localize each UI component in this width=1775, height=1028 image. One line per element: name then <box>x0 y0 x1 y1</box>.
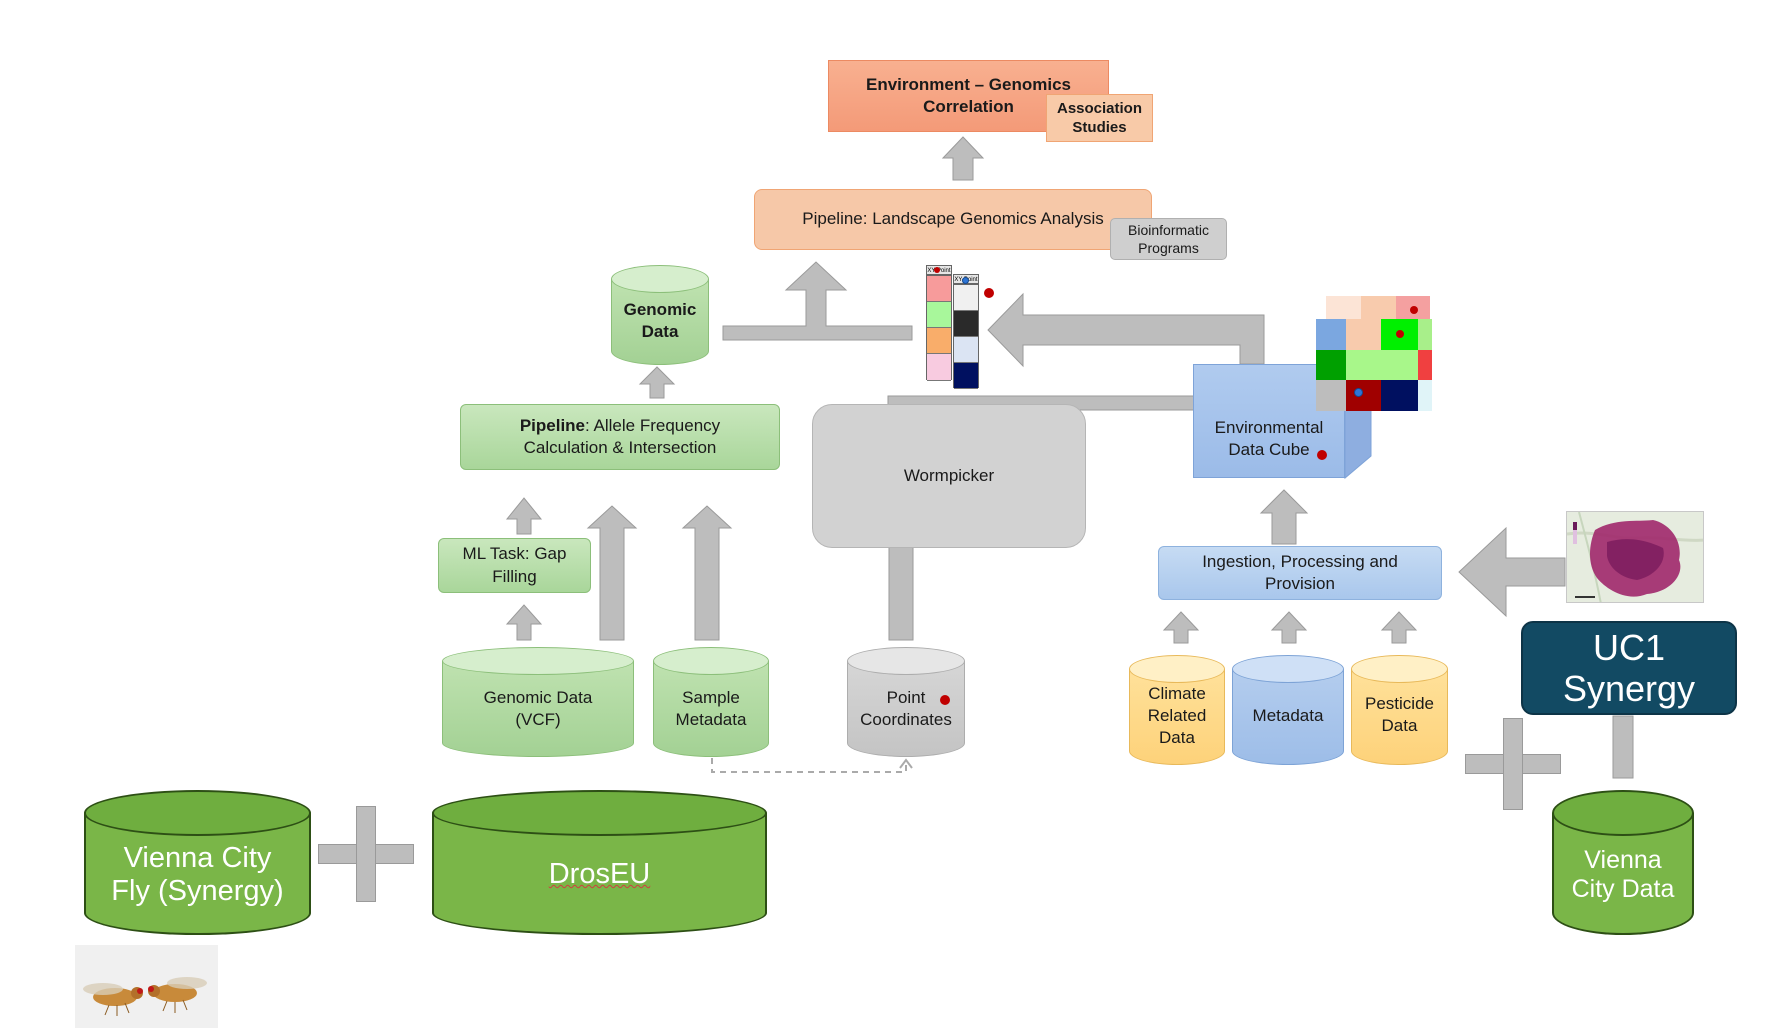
arrow-point-to-wormpicker <box>888 546 914 641</box>
uc1-to-vienna-connector <box>1612 715 1634 779</box>
pesticide-line2: Data <box>1381 716 1418 736</box>
cube-line2: Data Cube <box>1228 440 1310 459</box>
grid-blue-marker <box>1354 388 1363 397</box>
grid-red-marker-1 <box>1410 306 1418 314</box>
arrow-to-landscape <box>722 261 913 341</box>
arrow-map-to-ingestion <box>1458 526 1566 618</box>
sample-metadata-database[interactable]: Sample Metadata <box>653 647 769 757</box>
allele-pipeline-line2: Calculation & Intersection <box>523 438 717 457</box>
bioinformatic-line2: Programs <box>1138 240 1199 256</box>
cube-line1: Environmental <box>1214 417 1324 437</box>
arrow-cube-to-strip <box>987 292 1265 368</box>
landscape-genomics-pipeline-box[interactable]: Pipeline: Landscape Genomics Analysis <box>754 189 1152 250</box>
wormpicker-box[interactable]: Wormpicker <box>812 404 1086 548</box>
point-coordinates-database[interactable]: Point Coordinates <box>847 647 965 757</box>
metadata-database[interactable]: Metadata <box>1232 655 1344 765</box>
plus-sign-left <box>318 806 414 902</box>
vienna-map-graphic <box>1567 512 1703 602</box>
fruit-fly-photo <box>75 945 218 1028</box>
arrow-to-genomic-db <box>638 366 676 399</box>
arrow-climate-to-ingestion <box>1162 611 1200 644</box>
ml-task-line1: ML Task: Gap <box>462 544 567 564</box>
arrow-ml-to-allele <box>505 497 543 535</box>
vienna-city-data-database[interactable]: Vienna City Data <box>1552 790 1694 935</box>
genomic-db-line1: Genomic <box>623 300 697 319</box>
raster-grid-front <box>1316 319 1432 411</box>
vienna-data-line1: Vienna <box>1584 846 1662 874</box>
climate-line3: Data <box>1159 728 1195 748</box>
arrow-to-correlation <box>941 136 985 181</box>
vienna-city-fly-database[interactable]: Vienna City Fly (Synergy) <box>84 790 311 935</box>
allele-frequency-pipeline-box[interactable]: Pipeline: Allele Frequency Calculation &… <box>460 404 780 470</box>
correlation-line2: Correlation <box>923 97 1014 116</box>
point-red-marker <box>940 695 950 705</box>
xy-point-strip-left: XY-Point <box>926 265 952 381</box>
grid-red-marker-2 <box>1396 330 1404 338</box>
arrow-vcf-to-ml <box>505 604 543 641</box>
allele-pipeline-rest: : Allele Frequency <box>585 415 721 435</box>
cube-red-marker <box>1317 450 1327 460</box>
allele-pipeline-bold: Pipeline <box>519 415 586 435</box>
genomic-db-line2: Data <box>641 322 679 342</box>
arrow-ingestion-to-cube <box>1259 489 1309 545</box>
uc1-synergy-box[interactable]: UC1 Synergy <box>1521 621 1737 715</box>
vienna-map-thumbnail[interactable] <box>1566 511 1704 603</box>
xy-point-strip-right: XY-Point <box>953 274 979 389</box>
vcf-line1: Genomic Data <box>483 688 593 707</box>
correlation-line1: Environment – Genomics <box>866 74 1071 94</box>
uc1-line2: Synergy <box>1562 668 1696 709</box>
wormpicker-label: Wormpicker <box>903 465 995 485</box>
sample-line2: Metadata <box>675 710 747 730</box>
point-line2: Coordinates <box>860 710 952 730</box>
ml-gap-filling-box[interactable]: ML Task: Gap Filling <box>438 538 591 593</box>
strip-red-marker <box>984 288 994 298</box>
climate-data-database[interactable]: Climate Related Data <box>1129 655 1225 765</box>
bioinformatic-programs-tag[interactable]: Bioinformatic Programs <box>1110 218 1227 260</box>
bioinformatic-line1: Bioinformatic <box>1128 221 1209 238</box>
climate-line2: Related <box>1147 706 1207 726</box>
droseu-label: DrosEU <box>548 858 651 890</box>
dashed-sample-to-point <box>711 758 907 773</box>
genomic-data-vcf-database[interactable]: Genomic Data (VCF) <box>442 647 634 757</box>
climate-line1: Climate <box>1148 684 1206 703</box>
uc1-line1: UC1 <box>1592 626 1666 668</box>
arrow-pesticide-to-ingestion <box>1380 611 1418 644</box>
point-line1: Point <box>886 688 926 707</box>
arrow-metadata-to-ingestion <box>1270 611 1308 644</box>
vienna-data-line2: City Data <box>1571 874 1675 903</box>
ingestion-line2: Provision <box>1265 574 1335 593</box>
vienna-fly-line1: Vienna City <box>123 842 272 874</box>
sample-line1: Sample <box>682 688 740 707</box>
association-studies-tag[interactable]: Association Studies <box>1046 94 1153 142</box>
droseu-database[interactable]: DrosEU <box>432 790 767 935</box>
landscape-pipeline-label: Pipeline: Landscape Genomics Analysis <box>802 209 1104 229</box>
vienna-fly-line2: Fly (Synergy) <box>111 875 284 908</box>
pesticide-data-database[interactable]: Pesticide Data <box>1351 655 1448 765</box>
ingestion-processing-box[interactable]: Ingestion, Processing and Provision <box>1158 546 1442 600</box>
vcf-line2: (VCF) <box>515 710 561 730</box>
metadata-label: Metadata <box>1252 706 1324 725</box>
arrow-sample-to-allele <box>681 505 733 641</box>
pesticide-line1: Pesticide <box>1365 694 1434 713</box>
fruit-fly-graphic <box>75 945 218 1028</box>
association-line2: Studies <box>1072 119 1127 136</box>
ingestion-line1: Ingestion, Processing and <box>1202 551 1398 571</box>
arrow-vcf-to-allele <box>586 505 638 641</box>
genomic-data-database[interactable]: Genomic Data <box>611 265 709 365</box>
association-line1: Association <box>1056 99 1143 117</box>
plus-sign-right <box>1465 718 1561 810</box>
ml-task-line2: Filling <box>492 566 537 586</box>
